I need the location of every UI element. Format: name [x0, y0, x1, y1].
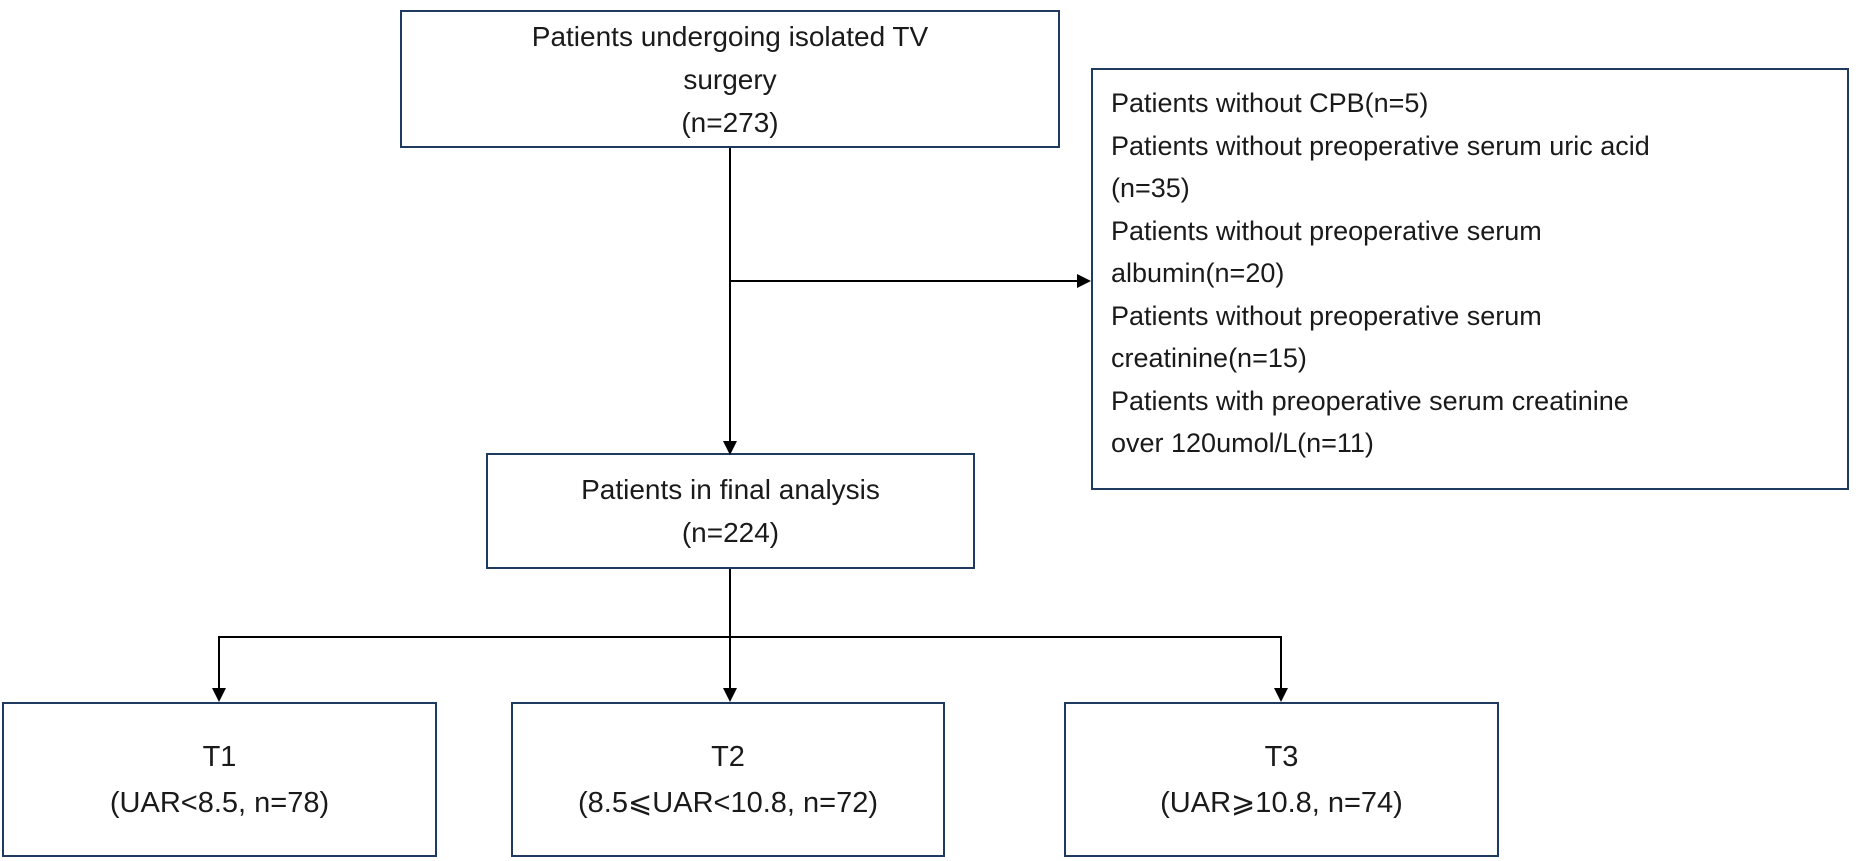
text-line: Patients without preoperative serum uric…	[1111, 130, 1650, 161]
text-line: (n=224)	[681, 517, 780, 548]
text-line: creatinine(n=15)	[1111, 343, 1307, 373]
arrowhead-into-t1-icon	[212, 688, 226, 702]
arrowhead-into-t2-icon	[723, 688, 737, 702]
text-line: Patients in final analysis	[581, 474, 880, 505]
final-analysis-box: Patients in final analysis (n=224)	[486, 453, 975, 569]
tertile-t3-box: T3 (UAR⩾10.8, n=74)	[1064, 702, 1499, 857]
text-line: (n=273)	[681, 106, 779, 138]
text-line: (UAR⩾10.8, n=74)	[1160, 786, 1403, 819]
connector-drop-t1	[218, 637, 220, 690]
text-line: T2	[711, 740, 745, 773]
text-line: Patients without preoperative serum	[1111, 215, 1542, 246]
tertile-t2-box: T2 (8.5⩽UAR<10.8, n=72)	[511, 702, 945, 857]
text-line: (n=35)	[1111, 173, 1190, 203]
top-box-patients-undergoing-surgery: Patients undergoing isolated TV surgery (n…	[400, 10, 1060, 148]
text-line: albumin(n=20)	[1111, 258, 1285, 288]
text-line: (UAR<8.5, n=78)	[109, 786, 330, 819]
exclusion-criteria-box: Patients without CPB(n=5) Patients withou…	[1091, 68, 1849, 490]
connector-top-to-final	[729, 148, 731, 441]
arrowhead-into-final-icon	[723, 441, 737, 455]
text-line: T1	[202, 740, 237, 773]
connector-final-down	[729, 569, 731, 690]
connector-branch-to-exclusion	[730, 280, 1077, 282]
text-line: over 120umol/L(n=11)	[1111, 428, 1374, 458]
connector-drop-t3	[1280, 637, 1282, 690]
text-line: Patients with preoperative serum creatin…	[1111, 385, 1629, 416]
text-line: Patients undergoing isolated TV	[531, 20, 929, 52]
tertile-t1-box: T1 (UAR<8.5, n=78)	[2, 702, 437, 857]
text-line: surgery	[683, 63, 777, 95]
arrowhead-into-exclusion-icon	[1077, 274, 1091, 288]
text-line: (8.5⩽UAR<10.8, n=72)	[578, 786, 878, 819]
text-line: T3	[1264, 740, 1299, 773]
text-line: Patients without CPB(n=5)	[1111, 88, 1429, 118]
text-line: Patients without preoperative serum	[1111, 300, 1542, 331]
connector-splitter	[218, 636, 1282, 638]
arrowhead-into-t3-icon	[1274, 688, 1288, 702]
